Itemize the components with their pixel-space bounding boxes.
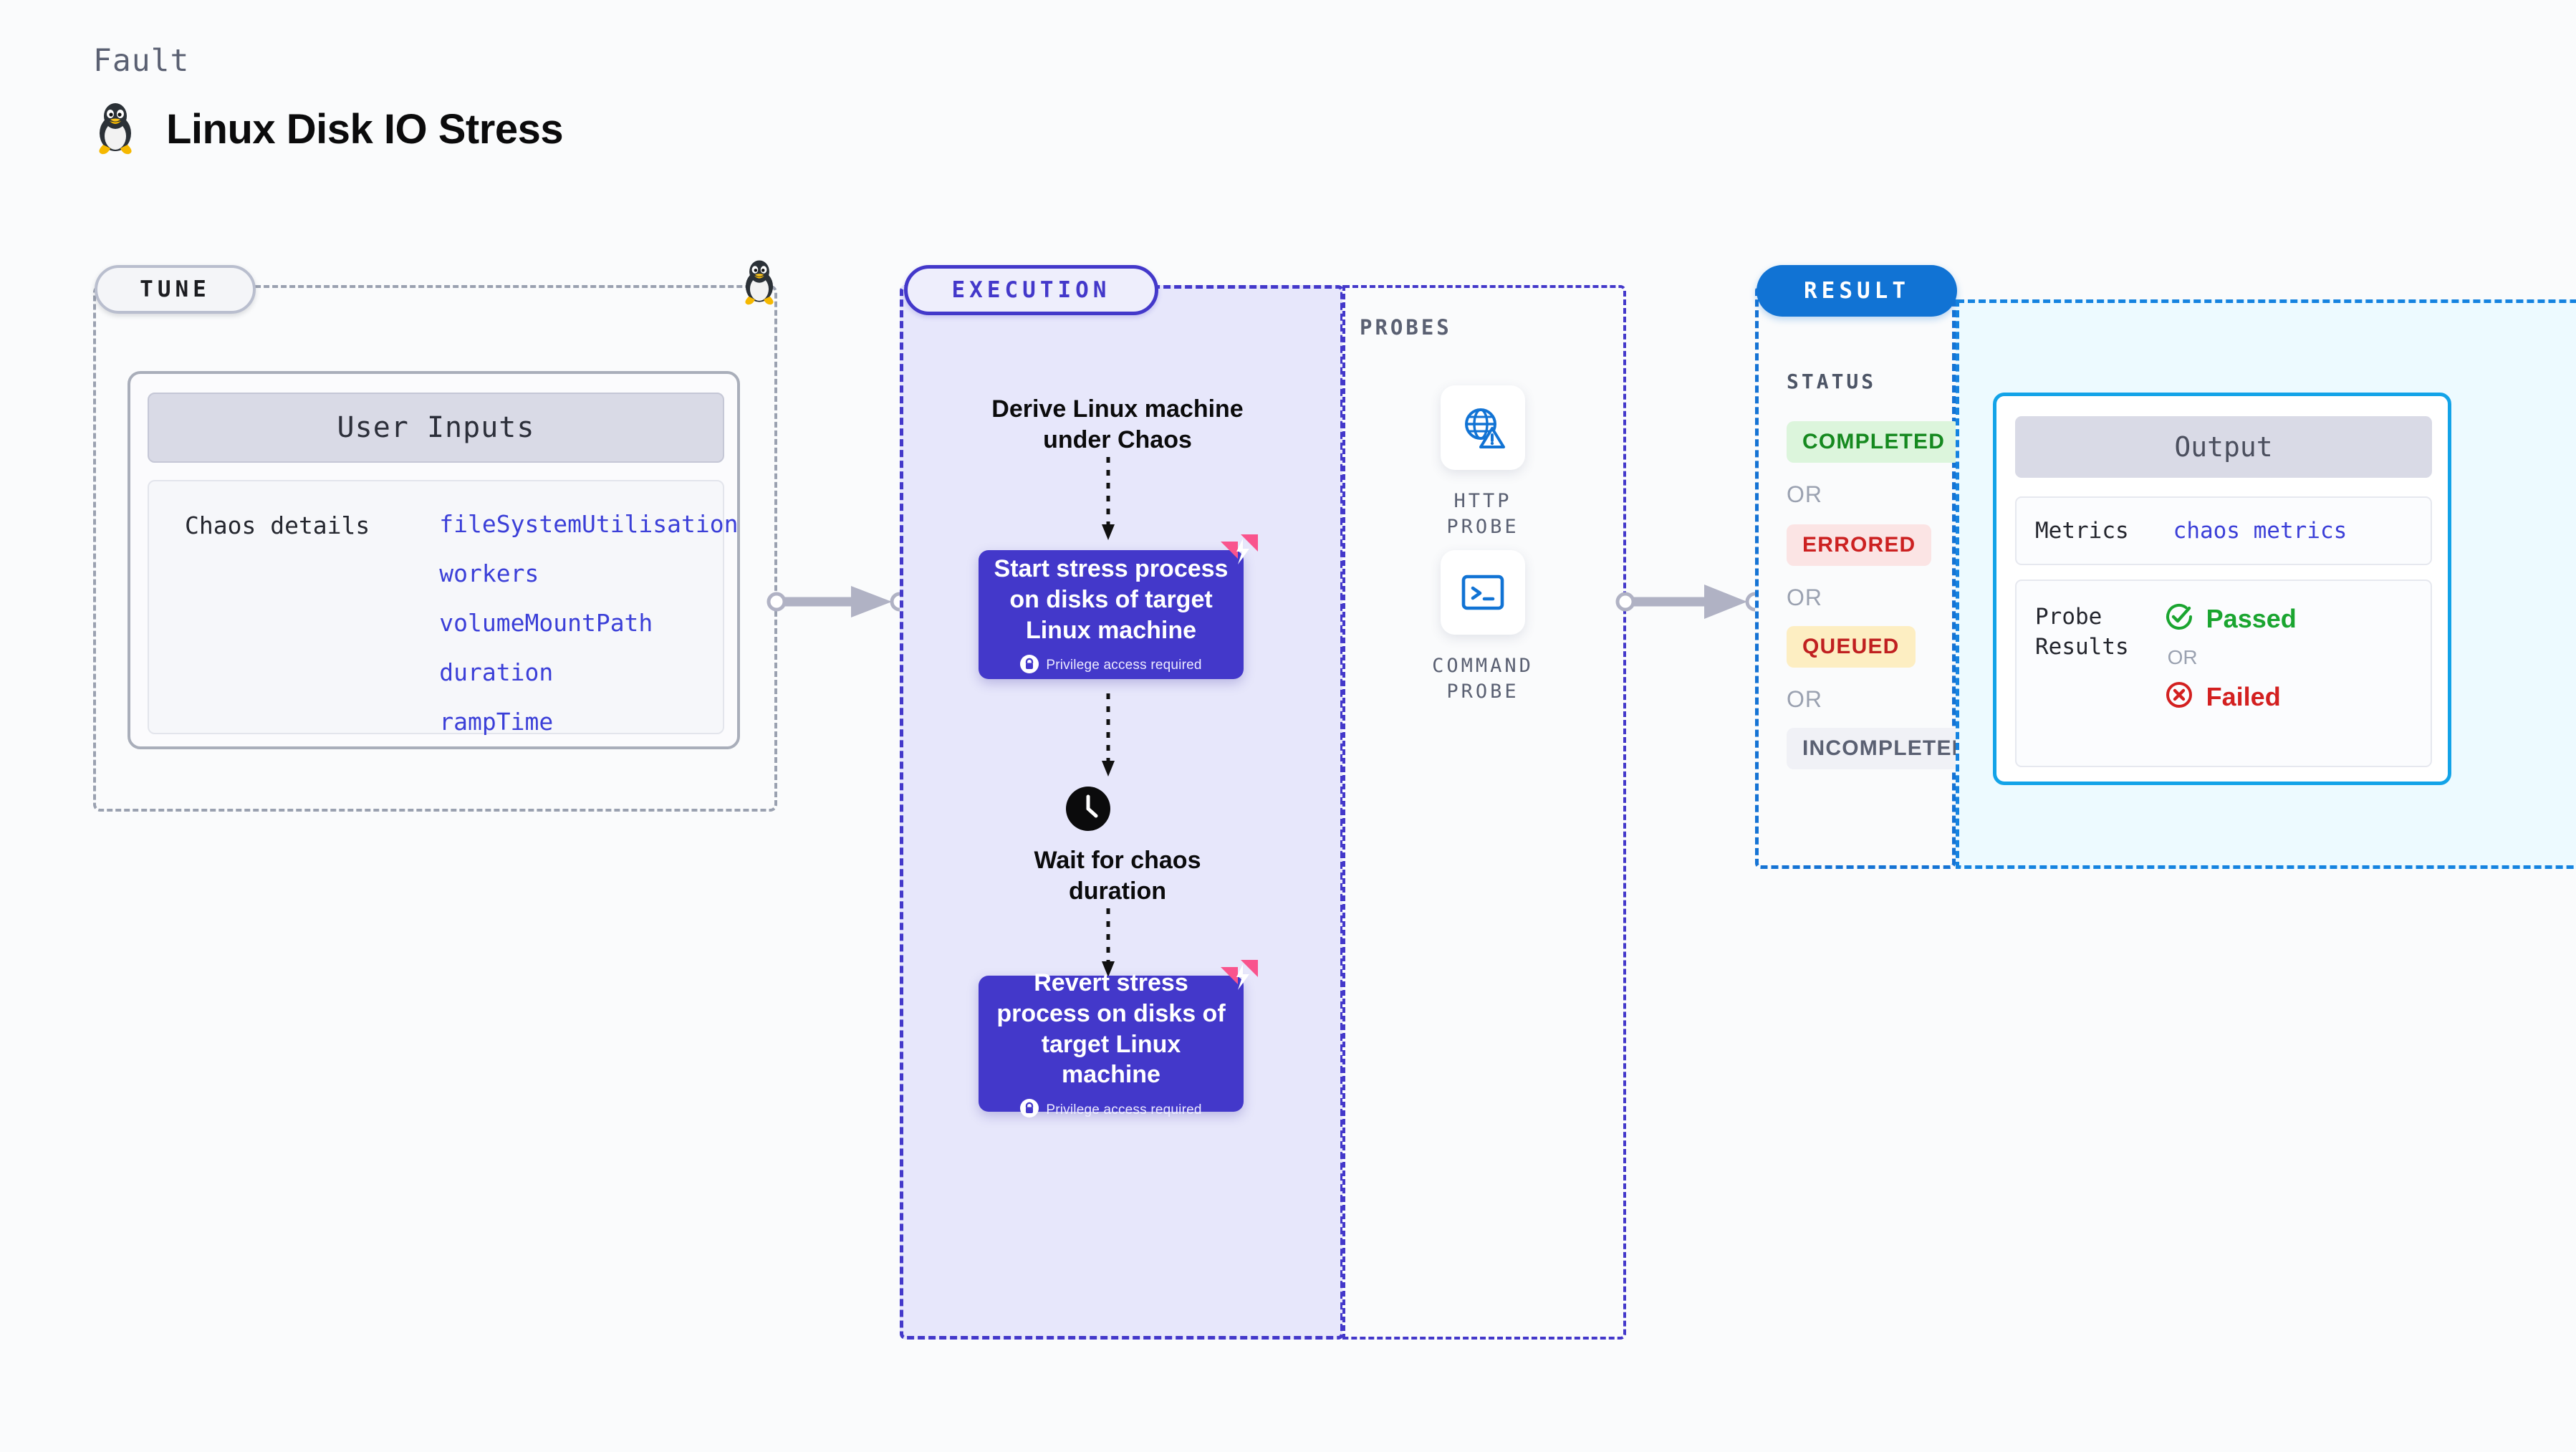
execution-node-revert-stress[interactable]: Revert stress process on disks of target… [979,960,1258,1118]
output-heading-text: Output [2174,431,2273,463]
page-title: Linux Disk IO Stress [166,106,564,153]
lock-icon [1020,1099,1039,1121]
output-heading: Output [2015,416,2432,478]
probe-result-failed-text: Failed [2206,681,2281,711]
node-start-privilege-text: Privilege access required [1046,658,1202,673]
execution-node-start-stress[interactable]: Start stress process on disks of target … [979,534,1258,679]
status-badge-completed: COMPLETED [1787,421,1961,463]
user-inputs-heading: User Inputs [148,393,724,463]
globe-warning-icon [1441,385,1525,470]
arrow-wait-to-revert [1102,908,1115,977]
tune-pill[interactable]: TUNE [95,265,256,314]
probe-result-or: OR [2167,646,2198,668]
chaos-bolt-icon [1219,958,1259,999]
chaos-details-row: Chaos details fileSystemUtilisation work… [148,480,739,736]
param-duration[interactable]: duration [439,658,554,686]
probe-http-label: HTTP PROBE [1446,490,1519,539]
check-circle-icon [2165,602,2193,635]
output-metrics-value[interactable]: chaos metrics [2173,518,2347,544]
result-pill[interactable]: RESULT [1756,265,1957,317]
tux-penguin-icon [93,100,138,158]
probes-section-label: PROBES [1360,315,1452,340]
title-row: Linux Disk IO Stress [93,100,564,158]
page-header: Fault Linux Disk IO Stress [93,43,564,158]
probe-command-label: COMMAND PROBE [1432,655,1534,703]
node-revert-privilege: Privilege access required [1020,1099,1201,1121]
tux-penguin-icon [739,258,779,309]
result-panel [1755,285,1956,869]
tune-panel [93,285,777,812]
connector-tune-to-execution [766,586,910,617]
chaos-details-label: Chaos details [185,511,370,539]
chaos-bolt-icon [1219,533,1259,573]
fault-kicker: Fault [93,43,190,79]
node-revert-title: Revert stress process on disks of target… [996,968,1226,1089]
execution-panel [900,285,1344,1340]
status-badge-incompleted: INCOMPLETED [1787,728,1984,769]
status-or-1: OR [1787,481,1822,507]
output-probe-results-values: Passed OR Failed [2165,602,2297,766]
step-wait-for-chaos-duration: Wait for chaos duration [1034,847,1201,905]
output-card: Output Metrics chaos metrics Probe Resul… [1993,393,2451,785]
execution-pill[interactable]: EXECUTION [904,265,1158,315]
clock-icon [1066,787,1110,831]
probe-http[interactable]: HTTP PROBE [1418,385,1547,541]
param-filesystemutilisation[interactable]: fileSystemUtilisation [439,510,739,538]
step-derive-linux-machine: Derive Linux machine under Chaos [991,395,1244,453]
status-or-3: OR [1787,686,1822,712]
user-inputs-card: User Inputs Chaos details fileSystemUtil… [128,371,740,749]
output-metrics-row: Metrics chaos metrics [2015,496,2432,565]
node-revert-privilege-text: Privilege access required [1046,1102,1202,1117]
connector-execution-to-result [1615,585,1765,619]
arrow-start-to-wait [1102,693,1115,777]
output-metrics-label: Metrics [2035,518,2129,544]
node-start-title: Start stress process on disks of target … [994,555,1229,644]
param-workers[interactable]: workers [439,559,539,587]
x-circle-icon [2165,681,2193,713]
status-or-2: OR [1787,585,1822,610]
param-ramptime[interactable]: rampTime [439,708,554,736]
user-inputs-heading-text: User Inputs [337,411,535,444]
output-probe-results-label: Probe Results [2035,604,2129,660]
node-start-privilege: Privilege access required [1020,654,1202,677]
status-badge-queued: QUEUED [1787,626,1916,668]
probe-result-passed: Passed [2165,602,2297,635]
lock-icon [1020,654,1039,677]
status-badge-errored: ERRORED [1787,524,1932,566]
chaos-details-params: fileSystemUtilisation workers volumeMoun… [439,510,739,736]
probe-command[interactable]: COMMAND PROBE [1418,550,1547,706]
probe-result-passed-text: Passed [2206,603,2297,633]
arrow-derive-to-start [1102,457,1115,540]
terminal-icon [1441,550,1525,635]
output-probe-results-row: Probe Results Passed OR [2015,580,2432,767]
status-section-label: STATUS [1787,370,1877,393]
probe-result-failed: Failed [2165,681,2297,713]
param-volumemountpath[interactable]: volumeMountPath [439,609,653,637]
